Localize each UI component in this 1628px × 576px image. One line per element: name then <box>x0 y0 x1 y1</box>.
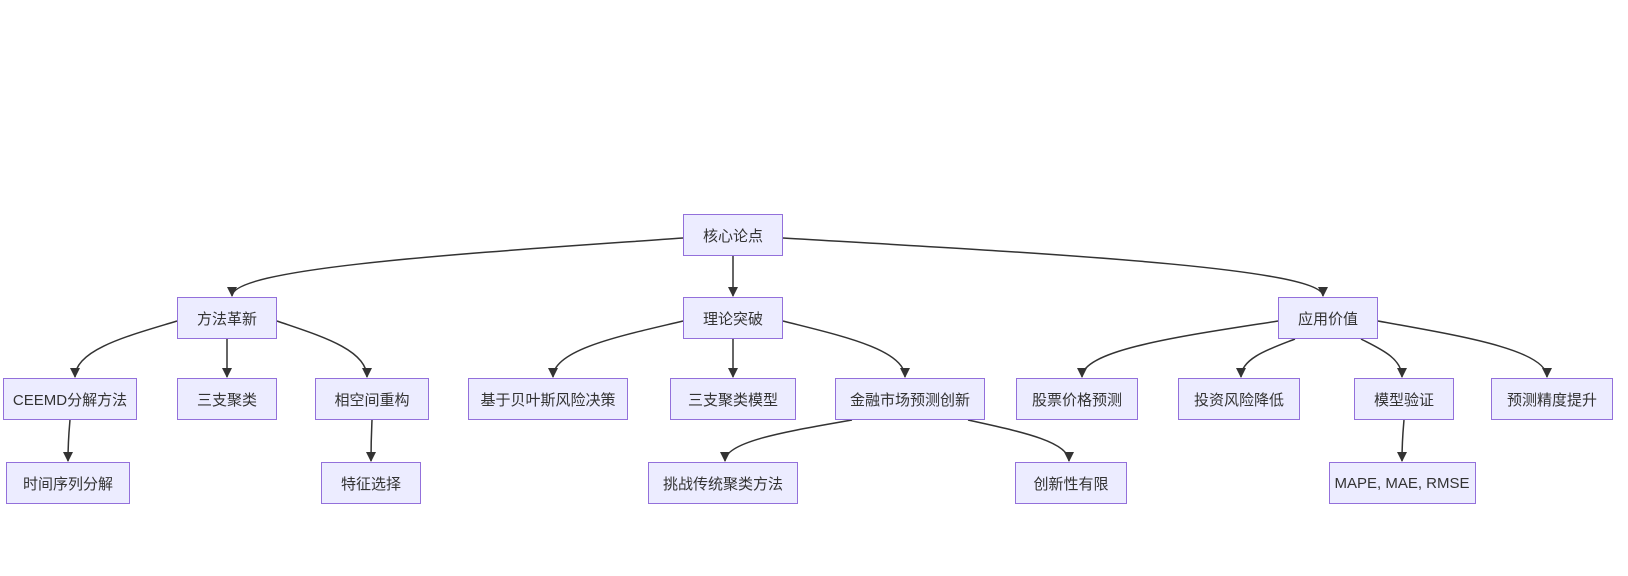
node-label-stock: 股票价格预测 <box>1031 391 1122 409</box>
node-label-three-way-model: 三支聚类模型 <box>687 391 778 409</box>
node-label-validation: 模型验证 <box>1373 391 1434 409</box>
node-label-application: 应用价值 <box>1297 310 1358 328</box>
edge-core-to-application <box>782 237 1328 297</box>
edge-core-to-method <box>227 237 684 297</box>
node-label-accuracy: 预测精度提升 <box>1506 391 1597 409</box>
edge-group <box>63 237 1552 462</box>
edge-application-to-stock <box>1077 320 1279 378</box>
edge-method-to-phase-space <box>276 320 372 378</box>
edge-method-to-ceemd <box>70 320 178 378</box>
node-label-challenge: 挑战传统聚类方法 <box>662 475 783 493</box>
edge-application-to-accuracy <box>1377 320 1552 378</box>
node-feature: 特征选择 <box>321 462 421 504</box>
node-label-metrics: MAPE, MAE, RMSE <box>1334 474 1470 492</box>
edge-phase-space-to-feature <box>366 419 377 462</box>
node-risk: 投资风险降低 <box>1178 378 1300 420</box>
node-label-ceemd: CEEMD分解方法 <box>12 391 128 409</box>
edge-application-to-risk <box>1236 338 1296 378</box>
node-label-decomposition: 时间序列分解 <box>22 475 113 493</box>
node-phase-space: 相空间重构 <box>315 378 429 420</box>
node-method: 方法革新 <box>177 297 277 339</box>
edge-ceemd-to-decomposition <box>63 419 74 462</box>
node-ceemd: CEEMD分解方法 <box>3 378 137 420</box>
node-metrics: MAPE, MAE, RMSE <box>1328 462 1476 504</box>
node-accuracy: 预测精度提升 <box>1491 378 1613 420</box>
node-three-way-model: 三支聚类模型 <box>670 378 796 420</box>
node-label-three-way: 三支聚类 <box>196 391 257 409</box>
node-application: 应用价值 <box>1278 297 1378 339</box>
node-challenge: 挑战传统聚类方法 <box>648 462 798 504</box>
node-decomposition: 时间序列分解 <box>6 462 130 504</box>
node-validation: 模型验证 <box>1354 378 1454 420</box>
node-label-limited: 创新性有限 <box>1033 475 1109 493</box>
node-label-theory: 理论突破 <box>702 310 763 328</box>
node-three-way: 三支聚类 <box>177 378 277 420</box>
node-label-risk: 投资风险降低 <box>1193 391 1284 409</box>
edge-theory-to-bayes <box>548 320 684 378</box>
node-limited: 创新性有限 <box>1015 462 1127 504</box>
node-label-core: 核心论点 <box>702 227 763 245</box>
node-finance: 金融市场预测创新 <box>835 378 985 420</box>
node-core: 核心论点 <box>683 214 783 256</box>
edge-application-to-validation <box>1360 338 1407 378</box>
node-stock: 股票价格预测 <box>1016 378 1138 420</box>
edge-theory-to-finance <box>782 320 910 378</box>
edge-finance-to-limited <box>967 419 1074 462</box>
node-label-method: 方法革新 <box>196 310 257 328</box>
edge-validation-to-metrics <box>1397 419 1408 462</box>
node-label-feature: 特征选择 <box>340 475 401 493</box>
node-label-finance: 金融市场预测创新 <box>849 391 970 409</box>
node-theory: 理论突破 <box>683 297 783 339</box>
edge-finance-to-challenge <box>720 419 853 462</box>
node-label-bayes: 基于贝叶斯风险决策 <box>480 391 616 409</box>
node-label-phase-space: 相空间重构 <box>334 391 410 409</box>
node-bayes: 基于贝叶斯风险决策 <box>468 378 628 420</box>
